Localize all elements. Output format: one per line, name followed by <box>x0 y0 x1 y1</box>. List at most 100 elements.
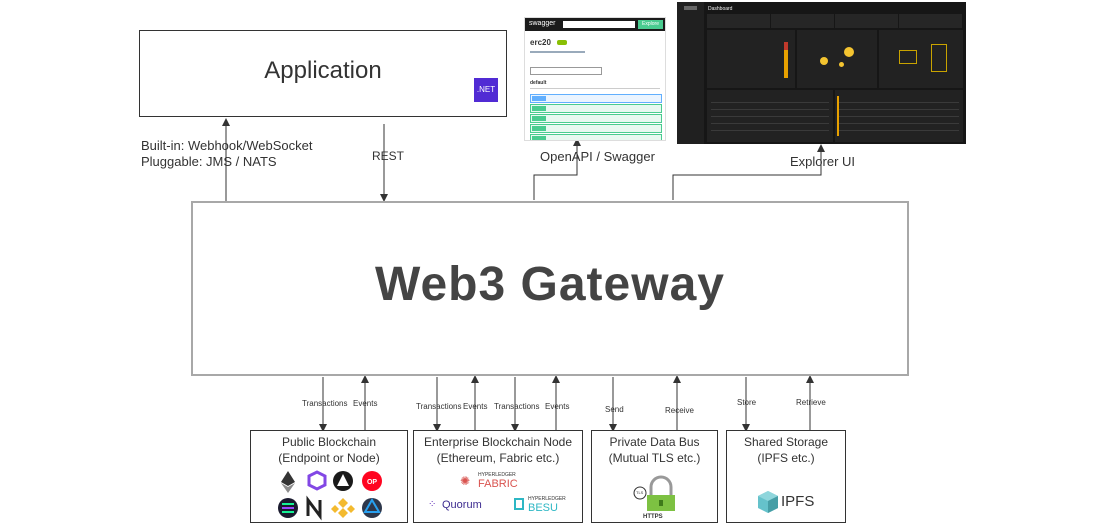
explorer-title: Dashboard <box>708 6 733 12</box>
store-label: Store <box>737 398 757 407</box>
ipfs-label: IPFS <box>781 493 815 510</box>
hyperledger-fabric-logo: ✺ HYPERLEDGER FABRIC <box>460 472 540 492</box>
quorum-label: Quorum <box>442 499 482 511</box>
fabric-network-icon: ✺ <box>460 474 471 488</box>
enterprise-transactions-label-2: Transactions <box>494 402 540 411</box>
pluggable-label: Pluggable: JMS / NATS <box>141 154 277 169</box>
tx-list-lines <box>711 96 829 136</box>
bubble-large <box>844 47 854 57</box>
event-list-marker <box>837 96 839 136</box>
swagger-operation-row <box>530 134 662 140</box>
swagger-method-tag <box>532 136 546 140</box>
explorer-stat-card <box>899 14 962 28</box>
activity-bar-chart <box>784 42 788 78</box>
swagger-connector <box>533 138 581 200</box>
explorer-stat-card <box>707 14 770 28</box>
besu-label: BESU <box>528 502 558 514</box>
explorer-panel-bubbles <box>797 30 877 88</box>
explorer-stat-card <box>835 14 898 28</box>
swagger-explore-button: Explore <box>638 20 663 29</box>
shared-storage-subtitle: (IPFS etc.) <box>757 451 815 465</box>
swagger-version-badge <box>557 40 567 45</box>
dotnet-logo: .NET <box>474 78 498 102</box>
swagger-method-tag <box>532 126 546 131</box>
avalanche-icon <box>333 471 353 491</box>
near-icon <box>306 495 322 521</box>
explorer-label: Explorer UI <box>790 154 856 169</box>
shared-storage-title: Shared Storage <box>743 435 829 449</box>
swagger-operation-row <box>530 114 662 123</box>
swagger-operation-row <box>530 124 662 133</box>
application-box: Application .NET <box>139 30 507 117</box>
hyperledger-besu-logo: HYPERLEDGER BESU <box>514 496 579 516</box>
https-label: HTTPS <box>643 514 663 520</box>
quorum-logo: ⁘ Quorum <box>428 499 498 513</box>
swagger-brand: swagger <box>529 20 556 27</box>
shared-storage-box: Shared Storage (IPFS etc.) IPFS <box>726 430 846 523</box>
swagger-url-input <box>563 21 635 28</box>
optimism-icon: OP <box>362 471 382 491</box>
network-node-a <box>899 50 917 64</box>
swagger-operation-row <box>530 104 662 113</box>
private-bus-subtitle: (Mutual TLS etc.) <box>608 451 701 465</box>
https-lock-icon <box>633 475 675 511</box>
builtin-label: Built-in: Webhook/WebSocket <box>141 138 313 153</box>
public-transactions-label: Transactions <box>302 399 348 408</box>
besu-top-label: HYPERLEDGER <box>528 496 566 502</box>
activity-bar-chart-red <box>784 42 788 50</box>
fabric-top-label: HYPERLEDGER <box>478 472 516 478</box>
explorer-panel-transactions <box>707 90 833 142</box>
explorer-sidebar <box>677 2 704 144</box>
public-blockchain-title: Public Blockchain <box>281 435 377 449</box>
gateway-title: Web3 Gateway <box>375 258 725 311</box>
enterprise-node-title: Enterprise Blockchain Node <box>423 435 573 449</box>
swagger-method-tag <box>532 96 546 101</box>
ipfs-cube-icon <box>758 491 778 513</box>
public-events-label: Events <box>353 399 378 408</box>
swagger-method-tag <box>532 116 546 121</box>
openapi-label: OpenAPI / Swagger <box>540 149 655 164</box>
bubble-medium <box>820 57 828 65</box>
enterprise-events-label-1: Events <box>463 402 488 411</box>
quorum-dots-icon: ⁘ <box>428 499 437 510</box>
binance-icon <box>331 498 355 518</box>
swagger-title: erc20 <box>530 38 551 47</box>
application-title: Application <box>264 57 382 84</box>
enterprise-transactions-label-1: Transactions <box>416 402 462 411</box>
swagger-desc-line <box>530 51 585 53</box>
explorer-logo-icon <box>684 6 697 10</box>
private-data-bus-box: Private Data Bus (Mutual TLS etc.) TLS H… <box>591 430 718 523</box>
explorer-screenshot: Dashboard <box>677 2 966 144</box>
public-blockchain-box: Public Blockchain (Endpoint or Node) OP <box>250 430 408 523</box>
public-chain-logos: OP <box>278 470 382 521</box>
swagger-operation-row <box>530 94 662 103</box>
public-blockchain-subtitle: (Endpoint or Node) <box>278 451 380 465</box>
web3-gateway-box: Web3 Gateway <box>191 201 909 376</box>
besu-icon <box>514 498 524 510</box>
explorer-panel-events <box>835 90 963 142</box>
retrieve-label: Retrieve <box>796 398 826 407</box>
arbitrum-icon <box>362 498 382 518</box>
explorer-stat-card <box>771 14 834 28</box>
swagger-topbar: swagger Explore <box>525 18 665 31</box>
swagger-server-select <box>530 67 602 75</box>
polygon-icon <box>307 470 327 491</box>
send-label: Send <box>605 405 624 414</box>
explorer-connector <box>672 144 825 200</box>
event-list-lines <box>839 96 959 136</box>
enterprise-events-label-2: Events <box>545 402 570 411</box>
receive-label: Receive <box>665 406 694 415</box>
rest-label: REST <box>372 149 405 163</box>
network-node-b <box>931 44 947 72</box>
explorer-panel-activity <box>707 30 795 88</box>
svg-text:OP: OP <box>367 479 377 486</box>
fabric-label: FABRIC <box>478 478 518 490</box>
enterprise-node-subtitle: (Ethereum, Fabric etc.) <box>436 451 560 465</box>
swagger-method-tag <box>532 106 546 111</box>
explorer-panel-network <box>879 30 963 88</box>
solana-icon <box>278 498 298 518</box>
enterprise-node-box: Enterprise Blockchain Node (Ethereum, Fa… <box>413 430 583 523</box>
swagger-screenshot: swagger Explore erc20 default <box>524 17 666 141</box>
tls-label: TLS <box>636 490 644 495</box>
